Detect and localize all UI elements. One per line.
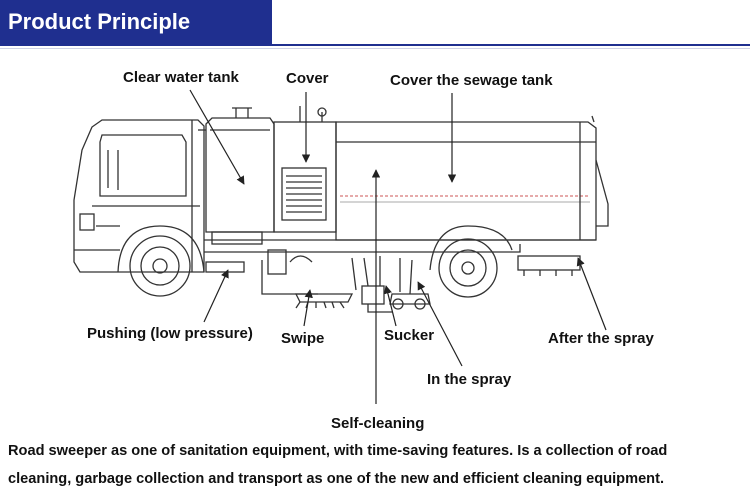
- label-in-spray: In the spray: [427, 371, 512, 388]
- caption-line-1: Road sweeper as one of sanitation equipm…: [8, 443, 668, 459]
- page-header: Product Principle: [0, 0, 750, 49]
- pointer-arrows: [189, 89, 607, 404]
- arrow-after-spray: [576, 257, 607, 331]
- sweeper-truck-diagram: [73, 89, 609, 404]
- label-sucker: Sucker: [384, 327, 435, 344]
- arrow-sucker: [383, 285, 397, 327]
- label-clear-water-tank: Clear water tank: [123, 69, 239, 86]
- label-self-cleaning: Self-cleaning: [331, 415, 425, 432]
- header-rule: [272, 44, 750, 46]
- page-title: Product Principle: [8, 9, 191, 34]
- grille: [281, 167, 327, 221]
- label-pushing: Pushing (low pressure): [87, 325, 253, 342]
- cab-window: [99, 134, 187, 197]
- label-cover: Cover: [286, 70, 329, 87]
- cover-box: [273, 121, 337, 233]
- caption-line-2: cleaning, garbage collection and transpo…: [8, 471, 665, 487]
- label-swipe: Swipe: [281, 330, 325, 347]
- front-wheel: [129, 235, 191, 297]
- label-cover-sewage-tank: Cover the sewage tank: [390, 72, 553, 89]
- arrow-in-spray: [417, 281, 463, 367]
- truck-illustration: [73, 106, 609, 313]
- truck-cab: [73, 119, 205, 273]
- arrow-clear-water-tank: [189, 89, 245, 185]
- arrow-swipe: [303, 289, 313, 327]
- arrow-pushing: [203, 269, 229, 323]
- header-rule-thin: [0, 48, 750, 49]
- rear-wheel: [438, 238, 498, 298]
- header-banner: Product Principle: [0, 0, 272, 46]
- sewage-tank: [335, 121, 597, 241]
- label-after-spray: After the spray: [548, 330, 654, 347]
- side-brush: [294, 293, 354, 303]
